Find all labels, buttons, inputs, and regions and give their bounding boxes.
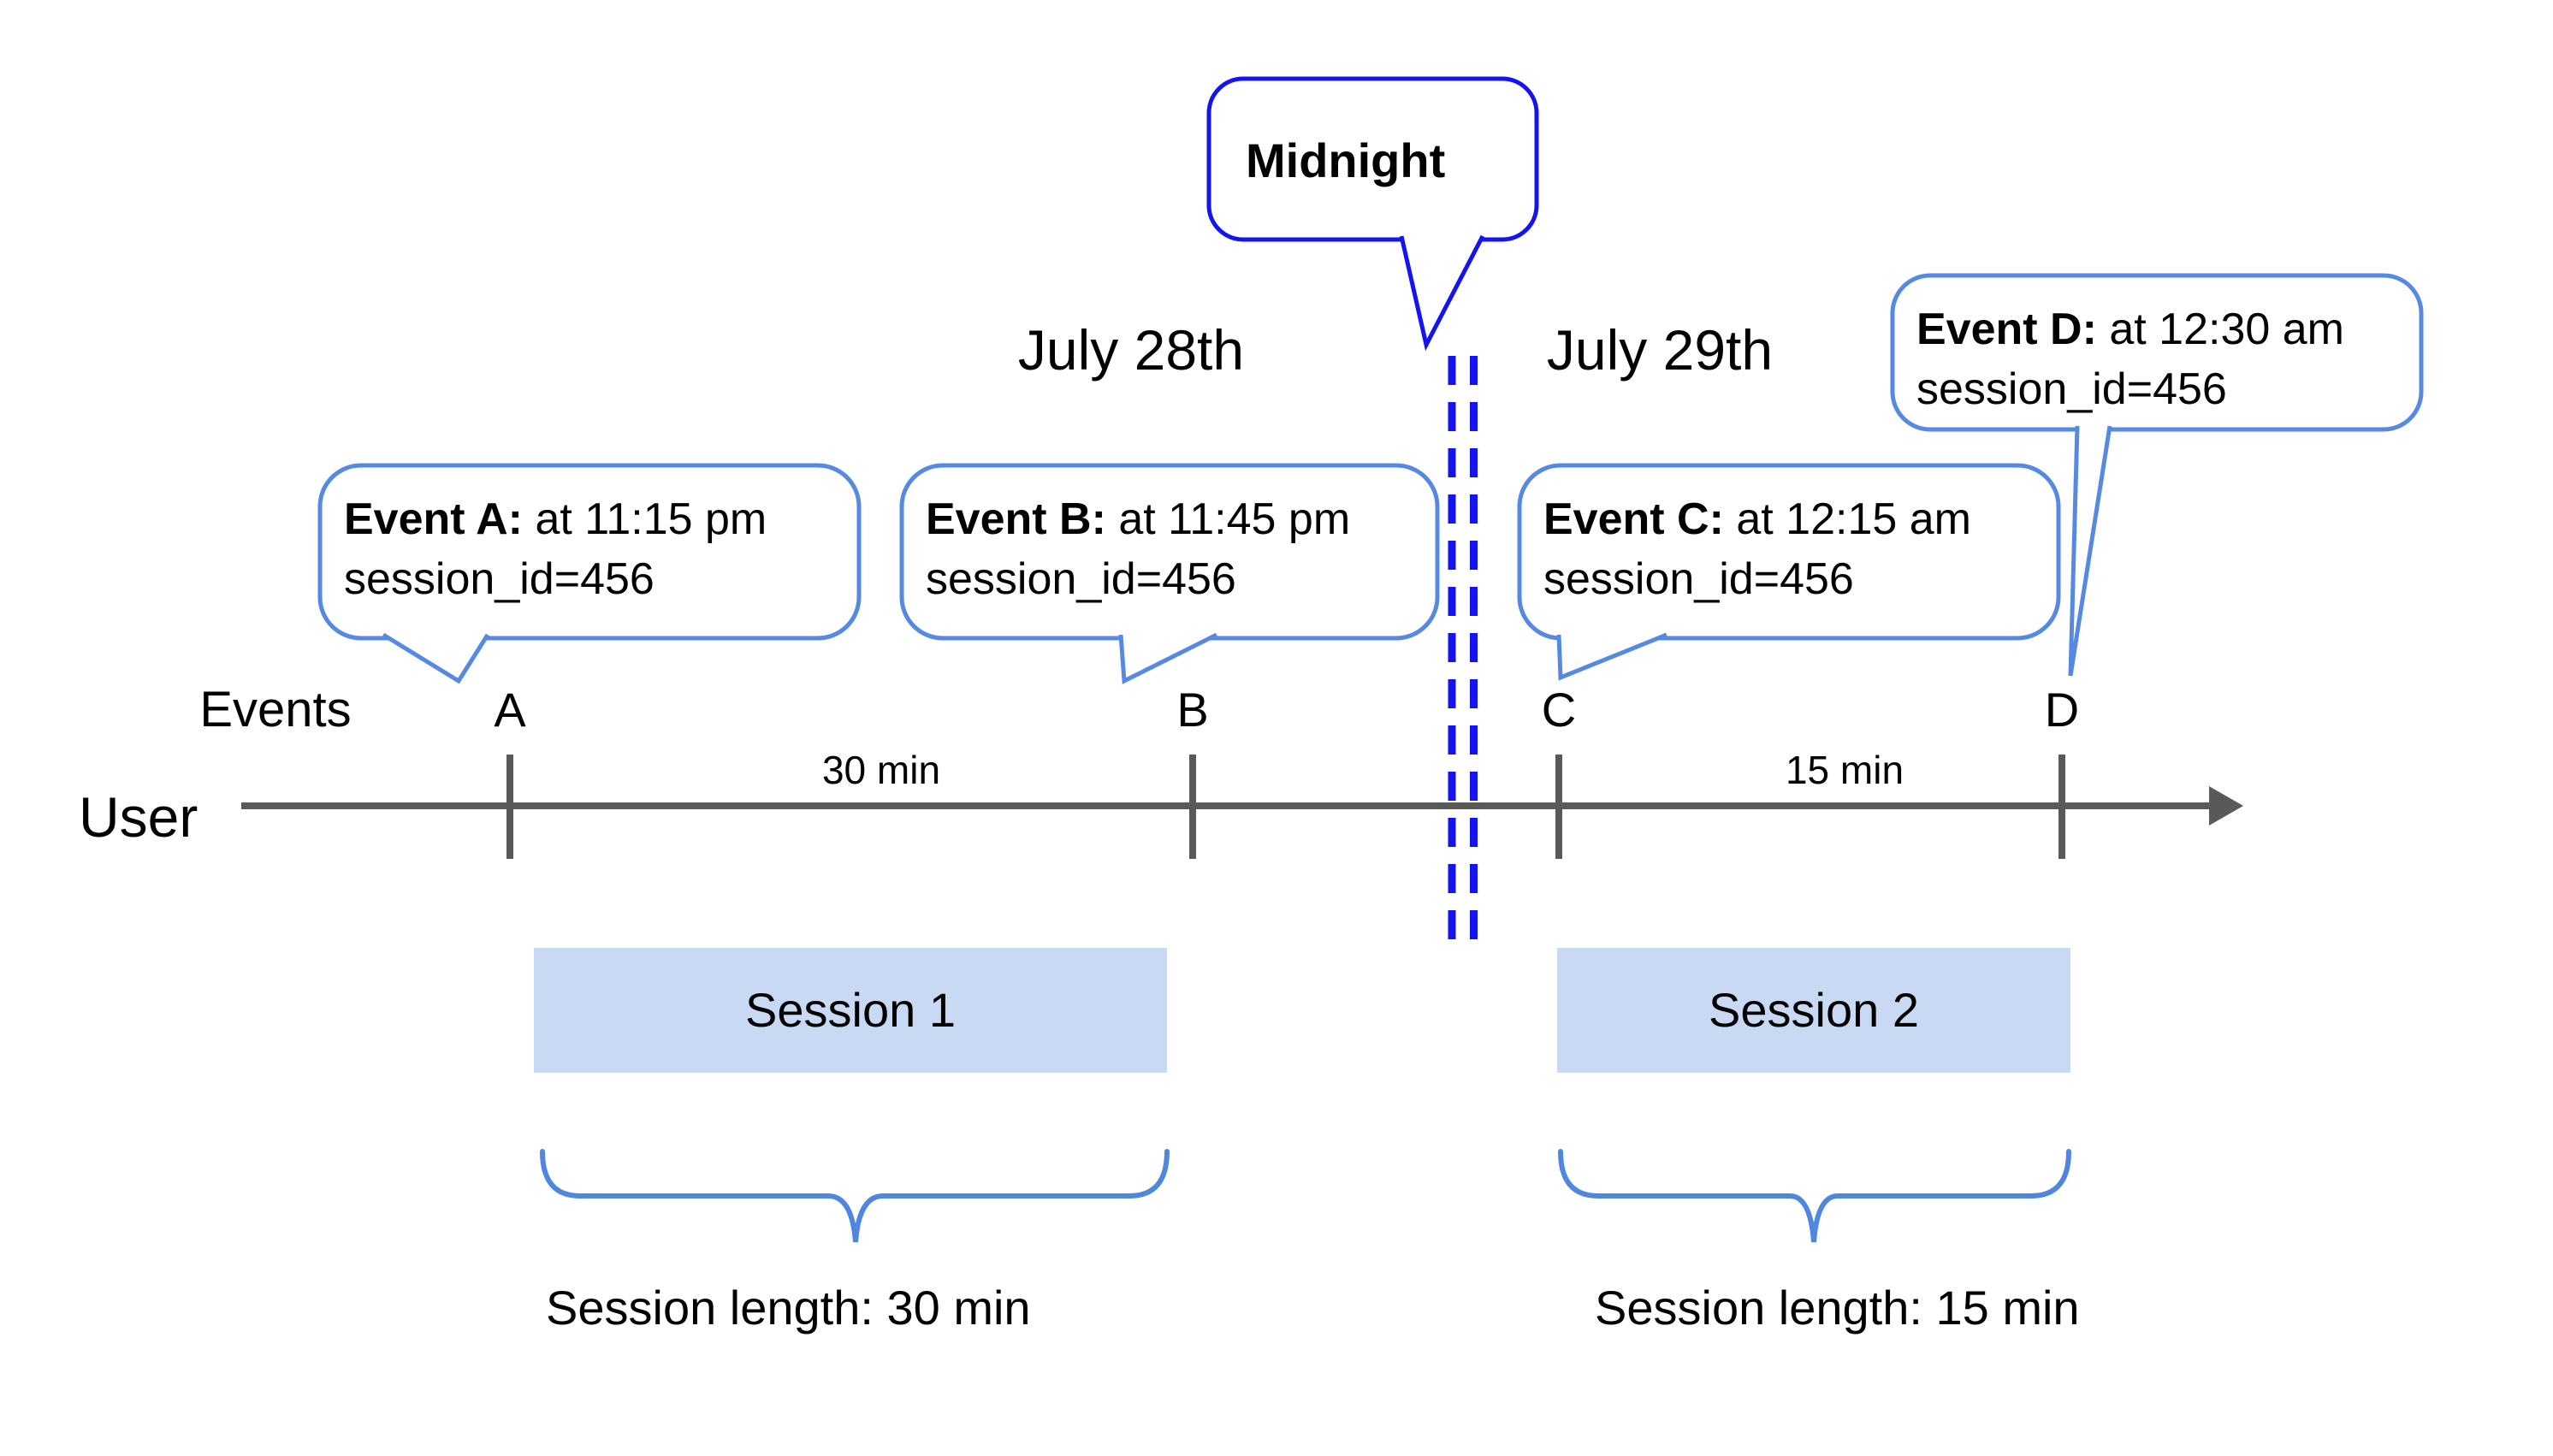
session-1-label: Session 1 <box>745 983 956 1037</box>
session-2-label: Session 2 <box>1709 983 1919 1037</box>
event-b-time: at 11:45 pm <box>1105 494 1351 544</box>
tick-b-label: B <box>1176 683 1209 737</box>
event-c-name: Event C: <box>1543 494 1724 544</box>
session-1-box <box>534 948 1167 1073</box>
tick-a-label: A <box>494 683 526 737</box>
midnight-label: Midnight <box>1246 133 1446 187</box>
events-axis-label: Events <box>199 682 352 737</box>
event-a-session-id: session_id=456 <box>344 554 655 604</box>
event-d-bubble-tail <box>2068 425 2112 677</box>
session-1-brace <box>540 1149 1170 1243</box>
session-1-length-label: Session length: 30 min <box>546 1281 1031 1335</box>
date-july-28-label: July 28th <box>1017 318 1245 382</box>
midnight-callout-tail <box>1399 234 1485 352</box>
interval-15min-label: 15 min <box>1785 748 1904 792</box>
midnight-callout-bubble <box>1206 76 1539 242</box>
event-a-bubble-tail <box>382 632 490 684</box>
event-a-line1: Event A: at 11:15 pm <box>344 489 767 549</box>
tick-d-label: D <box>2044 683 2080 737</box>
event-b-bubble-tail <box>1118 632 1218 684</box>
event-c-text: Event C: at 12:15 am session_id=456 <box>1543 489 1971 609</box>
interval-30min-label: 30 min <box>821 748 941 792</box>
event-c-bubble <box>1517 463 2061 641</box>
event-c-time: at 12:15 am <box>1723 494 1971 544</box>
event-b-name: Event B: <box>926 494 1106 544</box>
event-d-name: Event D: <box>1916 305 2097 354</box>
event-b-line1: Event B: at 11:45 pm <box>926 489 1350 549</box>
event-b-text: Event B: at 11:45 pm session_id=456 <box>926 489 1350 609</box>
event-d-time: at 12:30 am <box>2096 305 2344 354</box>
event-d-text: Event D: at 12:30 am session_id=456 <box>1916 299 2344 419</box>
event-d-line1: Event D: at 12:30 am <box>1916 299 2344 359</box>
user-axis-label: User <box>79 785 198 849</box>
event-a-time: at 11:15 pm <box>523 494 767 544</box>
event-c-bubble-tail <box>1556 632 1667 681</box>
session-2-brace <box>1558 1149 2071 1243</box>
event-d-session-id: session_id=456 <box>1916 364 2227 414</box>
event-b-session-id: session_id=456 <box>926 554 1236 604</box>
event-a-name: Event A: <box>344 494 523 544</box>
date-july-29-label: July 29th <box>1546 318 1774 382</box>
event-c-line1: Event C: at 12:15 am <box>1543 489 1971 549</box>
session-2-box <box>1557 948 2070 1073</box>
session-2-length-label: Session length: 15 min <box>1595 1281 2080 1335</box>
tick-c-label: C <box>1541 683 1577 737</box>
timeline-arrowhead-icon <box>2209 786 2243 826</box>
event-c-session-id: session_id=456 <box>1543 554 1854 604</box>
event-a-bubble <box>317 463 862 641</box>
event-d-bubble <box>1890 273 2424 432</box>
event-a-text: Event A: at 11:15 pm session_id=456 <box>344 489 767 609</box>
